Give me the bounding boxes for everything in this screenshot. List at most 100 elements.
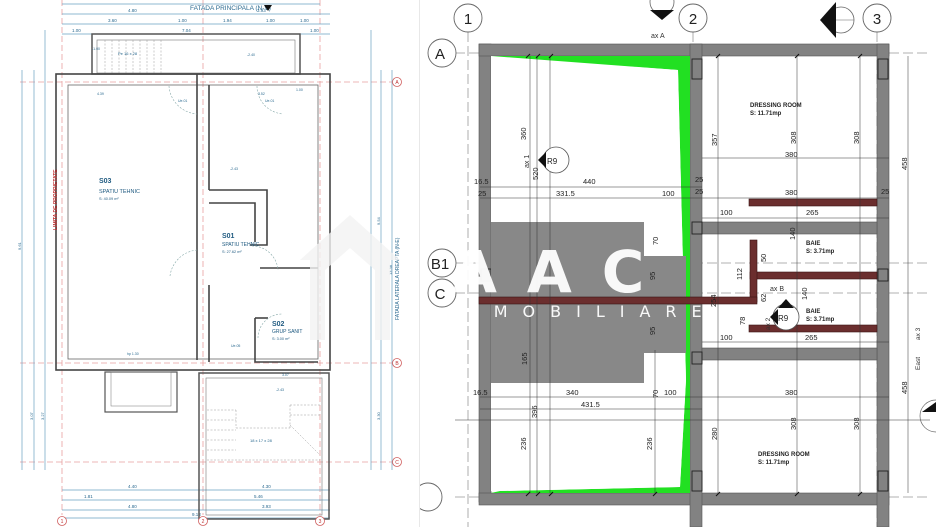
svg-text:3.52: 3.52 — [258, 92, 265, 96]
svg-text:18 x 17 x 28: 18 x 17 x 28 — [250, 438, 273, 443]
svg-text:3.93: 3.93 — [257, 8, 266, 13]
svg-text:25: 25 — [881, 187, 889, 196]
property-limit-label: LIMITA DE PROPRIETATE — [53, 169, 59, 230]
svg-text:380: 380 — [785, 388, 798, 397]
svg-text:431.5: 431.5 — [581, 400, 600, 409]
svg-text:13.38: 13.38 — [388, 264, 393, 275]
right-floor-plan: 1 2 3 A B1 C ax A R9 ax 1 R9 ax B ax 2 a… — [420, 0, 938, 527]
svg-text:4.80: 4.80 — [128, 8, 137, 13]
svg-text:396: 396 — [530, 405, 539, 418]
svg-text:280: 280 — [710, 427, 719, 440]
svg-text:100: 100 — [720, 333, 733, 342]
svg-text:hp 1.30: hp 1.30 — [127, 352, 139, 356]
svg-text:236: 236 — [645, 437, 654, 450]
svg-text:70: 70 — [651, 390, 660, 398]
svg-text:357: 357 — [710, 133, 719, 146]
svg-text:A: A — [435, 46, 445, 63]
room-code-s02: S02 — [272, 321, 285, 328]
grid-bubble-c — [427, 278, 457, 308]
svg-text:380: 380 — [785, 150, 798, 159]
svg-text:ax B: ax B — [770, 286, 784, 293]
svg-text:3.07: 3.07 — [29, 411, 34, 420]
grid-bubble-2 — [678, 3, 708, 33]
svg-text:-2.43: -2.43 — [276, 388, 284, 392]
svg-text:100: 100 — [720, 208, 733, 217]
svg-text:1: 1 — [61, 519, 64, 525]
svg-text:C: C — [435, 286, 446, 303]
svg-text:S: 11.71mp: S: 11.71mp — [758, 460, 790, 466]
svg-text:3.93: 3.93 — [262, 504, 271, 509]
left-plan-drawing: FATADA PRINCIPALA (N-V) 4.80 3.93 3.60 1… — [17, 0, 402, 526]
svg-text:308: 308 — [789, 131, 798, 144]
svg-text:4.39: 4.39 — [97, 92, 104, 96]
grid-bubble-2 — [198, 516, 208, 526]
grid-bubble-a — [392, 77, 402, 87]
svg-text:16.5: 16.5 — [473, 388, 488, 397]
grid-bubble-3 — [315, 516, 325, 526]
svg-text:-1.00: -1.00 — [92, 47, 100, 51]
svg-text:3.60: 3.60 — [108, 18, 117, 23]
svg-text:1: 1 — [464, 11, 472, 28]
svg-text:70: 70 — [651, 237, 660, 245]
svg-text:4.40: 4.40 — [128, 484, 137, 489]
svg-text:50: 50 — [759, 254, 768, 262]
svg-text:165: 165 — [520, 352, 529, 365]
svg-text:3: 3 — [873, 11, 881, 28]
svg-text:1.00: 1.00 — [178, 18, 187, 23]
room-name-dressing-2: DRESSING ROOM — [758, 452, 810, 458]
svg-text:2: 2 — [202, 519, 205, 525]
section-arrow-icon — [650, 10, 674, 20]
svg-text:308: 308 — [789, 417, 798, 430]
r9-arrow-icon — [538, 152, 546, 168]
svg-text:5.46: 5.46 — [254, 494, 263, 499]
grid-bubble-a — [427, 38, 457, 68]
svg-text:1.00: 1.00 — [310, 28, 319, 33]
svg-text:360: 360 — [519, 127, 528, 140]
svg-text:S: 3.71mp: S: 3.71mp — [806, 249, 835, 255]
room-name-baie-2: BAIE — [806, 309, 820, 315]
svg-text:340: 340 — [566, 388, 579, 397]
svg-text:-2.43: -2.43 — [230, 167, 238, 171]
svg-text:ax 3: ax 3 — [915, 327, 922, 340]
grid-bubble-c — [392, 457, 402, 467]
room-name-dressing-1: DRESSING ROOM — [750, 103, 802, 109]
svg-text:380: 380 — [785, 188, 798, 197]
svg-text:3.27: 3.27 — [40, 411, 45, 420]
svg-text:-2.40: -2.40 — [247, 53, 255, 57]
svg-text:SPATIU TEHNIC: SPATIU TEHNIC — [99, 189, 140, 195]
svg-text:S: 3.71mp: S: 3.71mp — [806, 317, 835, 323]
svg-text:236: 236 — [519, 437, 528, 450]
svg-text:Ue.01: Ue.01 — [178, 99, 187, 103]
room-name-baie-1: BAIE — [806, 241, 820, 247]
svg-text:4.80: 4.80 — [128, 504, 137, 509]
svg-text:B1: B1 — [431, 256, 449, 273]
svg-text:ax 2: ax 2 — [765, 317, 772, 330]
svg-text:95: 95 — [648, 272, 657, 280]
svg-text:1.00: 1.00 — [296, 88, 303, 92]
facade-top-label: FATADA PRINCIPALA (N-V) — [190, 5, 271, 12]
svg-text:265: 265 — [806, 208, 819, 217]
svg-text:1.00: 1.00 — [72, 28, 81, 33]
svg-text:R9: R9 — [547, 157, 558, 166]
svg-text:GRUP SANIT: GRUP SANIT — [272, 329, 302, 335]
svg-text:S: 3.00 m²: S: 3.00 m² — [272, 337, 290, 341]
svg-text:78: 78 — [738, 317, 747, 325]
svg-text:100: 100 — [662, 189, 675, 198]
svg-text:308: 308 — [852, 417, 861, 430]
svg-text:25: 25 — [695, 175, 703, 184]
svg-text:140: 140 — [788, 227, 797, 240]
facade-arrow-icon — [264, 5, 272, 11]
svg-text:C: C — [395, 460, 399, 466]
room-code-s01: S01 — [222, 233, 235, 240]
svg-text:S: 27.62 m²: S: 27.62 m² — [222, 250, 242, 254]
svg-text:140: 140 — [800, 287, 809, 300]
svg-text:95: 95 — [648, 327, 657, 335]
svg-text:ax 1: ax 1 — [524, 155, 531, 168]
svg-text:R9: R9 — [778, 314, 789, 323]
grid-bubble-b — [392, 358, 402, 368]
svg-text:308: 308 — [852, 131, 861, 144]
svg-text:9.61: 9.61 — [17, 241, 22, 250]
svg-text:3.07: 3.07 — [282, 373, 289, 377]
svg-text:Pe 16 x 28: Pe 16 x 28 — [118, 51, 138, 56]
svg-text:S: 40.09 m²: S: 40.09 m² — [99, 197, 119, 201]
